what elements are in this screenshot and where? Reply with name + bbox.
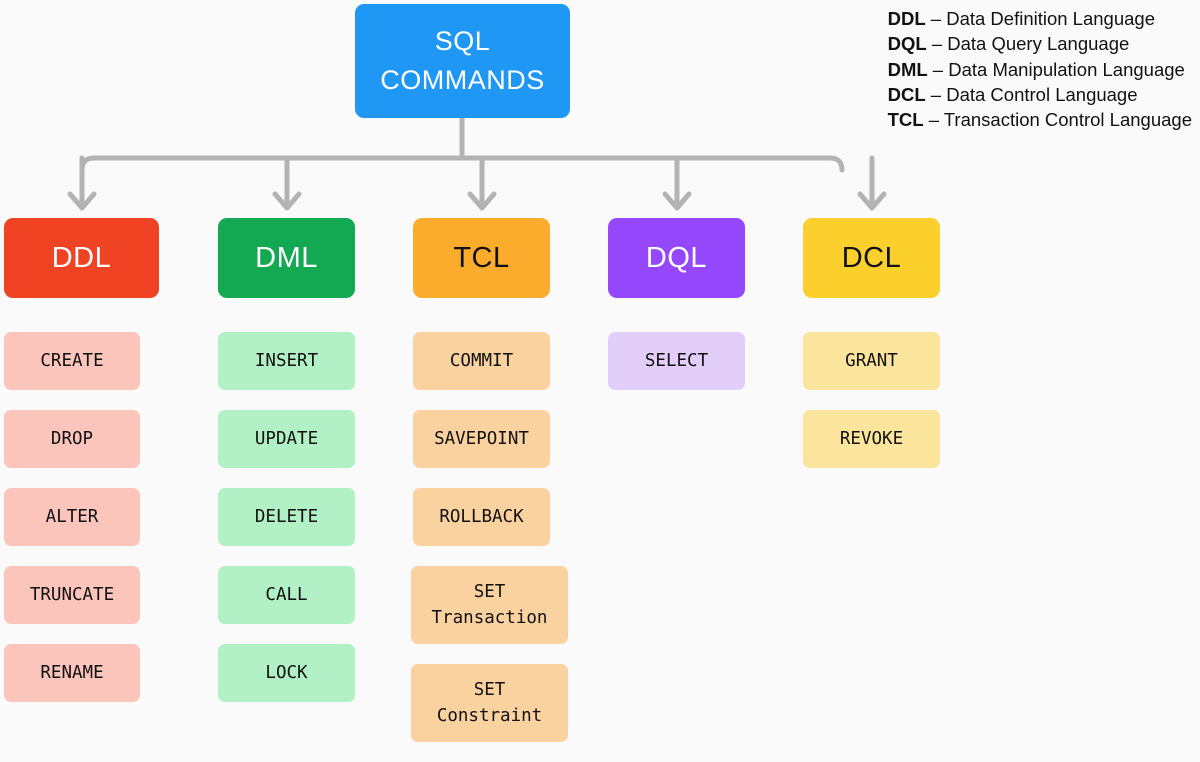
- category-header-dcl[interactable]: DCL: [803, 218, 940, 298]
- legend-dash: –: [925, 8, 947, 29]
- legend-row: DQL – Data Query Language: [888, 31, 1192, 56]
- command-label: CALL: [265, 584, 308, 605]
- legend-dash: –: [926, 33, 948, 55]
- command-label: ROLLBACK: [439, 506, 524, 527]
- command-label: SET: [473, 679, 506, 700]
- command-label: COMMIT: [449, 350, 514, 371]
- legend-expansion: Data Query Language: [947, 33, 1130, 55]
- command-pill[interactable]: CREATE: [4, 332, 140, 390]
- arrowhead-dml: [272, 191, 302, 211]
- arrowhead-dcl: [857, 191, 887, 211]
- command-label: LOCK: [265, 662, 308, 683]
- command-pill[interactable]: CALL: [218, 566, 355, 624]
- command-pill[interactable]: UPDATE: [218, 410, 355, 468]
- legend-dash: –: [923, 109, 944, 131]
- command-pill[interactable]: GRANT: [803, 332, 940, 390]
- command-label: SAVEPOINT: [434, 428, 529, 449]
- command-label: UPDATE: [254, 428, 319, 449]
- legend-expansion: Data Control Language: [946, 83, 1138, 105]
- command-label: DROP: [50, 428, 94, 449]
- legend-row: DCL – Data Control Language: [888, 82, 1192, 107]
- legend-dash: –: [925, 83, 947, 105]
- command-label: SET: [473, 581, 506, 602]
- arrowhead-dql: [662, 191, 692, 211]
- legend-abbr: DQL: [887, 33, 927, 55]
- legend-expansion: Data Manipulation Language: [948, 58, 1185, 80]
- root-node-line1: SQL: [434, 25, 491, 56]
- legend-abbr: DML: [887, 58, 928, 80]
- command-list-dcl: GRANT REVOKE: [803, 332, 940, 488]
- command-list-dql: SELECT: [608, 332, 745, 410]
- command-pill[interactable]: ALTER: [4, 488, 140, 546]
- category-header-ddl[interactable]: DDL: [4, 218, 159, 298]
- command-label: INSERT: [254, 350, 319, 371]
- legend-expansion: Transaction Control Language: [943, 109, 1192, 131]
- column-tcl: TCL COMMIT SAVEPOINT ROLLBACK SET Transaction…: [411, 218, 568, 762]
- column-ddl: DDL CREATE DROP ALTER TRUNCATE RENAME: [4, 218, 159, 722]
- command-label-secondary: Constraint: [436, 706, 543, 726]
- column-dql: DQL SELECT: [608, 218, 745, 410]
- command-pill[interactable]: COMMIT: [413, 332, 550, 390]
- command-pill[interactable]: SET Constraint: [411, 664, 568, 742]
- command-label: GRANT: [845, 350, 898, 371]
- command-list-ddl: CREATE DROP ALTER TRUNCATE RENAME: [4, 332, 159, 722]
- legend-row: DDL – Data Definition Language: [888, 6, 1192, 31]
- arrowhead-tcl: [467, 191, 497, 211]
- column-dcl: DCL GRANT REVOKE: [803, 218, 940, 488]
- command-list-dml: INSERT UPDATE DELETE CALL LOCK: [218, 332, 355, 722]
- legend-abbr: DCL: [887, 83, 926, 105]
- command-pill[interactable]: ROLLBACK: [413, 488, 550, 546]
- column-dml: DML INSERT UPDATE DELETE CALL LOCK: [218, 218, 355, 722]
- command-label-secondary: Transaction: [431, 608, 548, 628]
- command-pill[interactable]: SAVEPOINT: [413, 410, 550, 468]
- wire-bus: [79, 155, 845, 173]
- command-label: SELECT: [644, 350, 709, 371]
- root-node-sql-commands: SQL COMMANDS: [355, 4, 570, 118]
- command-label: TRUNCATE: [29, 584, 115, 605]
- legend-abbr: DDL: [887, 8, 926, 29]
- command-label: CREATE: [40, 350, 104, 371]
- command-pill[interactable]: LOCK: [218, 644, 355, 702]
- command-pill[interactable]: DROP: [4, 410, 140, 468]
- command-label: ALTER: [45, 506, 99, 527]
- arrowhead-ddl: [67, 191, 97, 211]
- command-label: DELETE: [254, 506, 319, 527]
- category-header-tcl[interactable]: TCL: [413, 218, 550, 298]
- command-pill[interactable]: SELECT: [608, 332, 745, 390]
- legend-row: TCL – Transaction Control Language: [888, 107, 1192, 132]
- legend-dash: –: [927, 58, 949, 80]
- legend-abbr: TCL: [887, 109, 924, 131]
- category-header-dql[interactable]: DQL: [608, 218, 745, 298]
- category-header-dml[interactable]: DML: [218, 218, 355, 298]
- command-pill[interactable]: INSERT: [218, 332, 355, 390]
- command-pill[interactable]: RENAME: [4, 644, 140, 702]
- command-label: RENAME: [40, 662, 104, 683]
- command-pill[interactable]: REVOKE: [803, 410, 940, 468]
- command-label: REVOKE: [839, 428, 904, 449]
- command-pill[interactable]: TRUNCATE: [4, 566, 140, 624]
- legend-row: DML – Data Manipulation Language: [888, 57, 1192, 82]
- root-node-line2: COMMANDS: [380, 65, 545, 95]
- legend-expansion: Data Definition Language: [946, 8, 1155, 29]
- command-pill[interactable]: SET Transaction: [411, 566, 568, 644]
- command-pill[interactable]: DELETE: [218, 488, 355, 546]
